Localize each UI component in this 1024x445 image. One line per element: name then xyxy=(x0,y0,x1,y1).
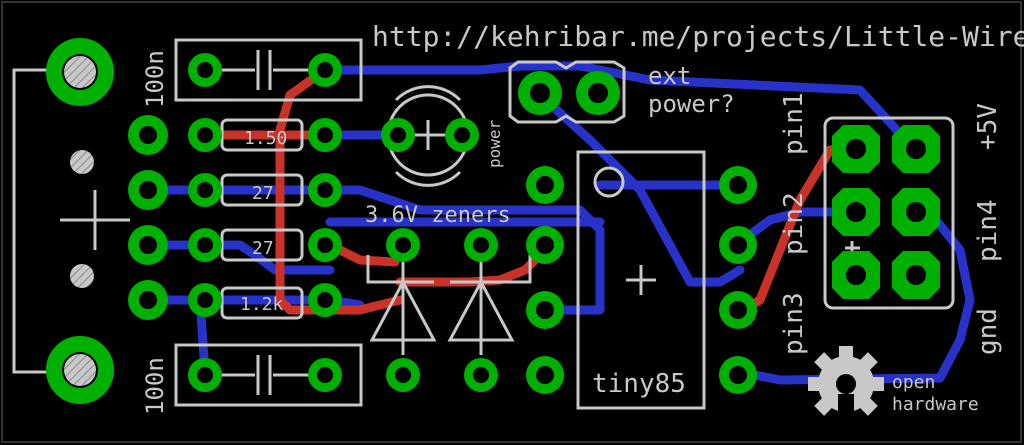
ext-power-label-line1: ext xyxy=(648,62,691,90)
ext-power-label-line2: power? xyxy=(648,90,735,118)
zeners-label: 3.6V zeners xyxy=(365,203,511,228)
oshw-logo xyxy=(808,346,884,422)
gnd-label: gnd xyxy=(973,308,1003,355)
pin3-label: pin3 xyxy=(779,292,809,355)
top-traces xyxy=(200,65,865,317)
pin2-label: pin2 xyxy=(779,192,809,255)
resistor-label-r4: 1.2k xyxy=(240,294,284,315)
plus5v-label: +5V xyxy=(973,103,1003,150)
cap-label-bottom: 100n xyxy=(141,357,169,415)
cap-label-top: 100n xyxy=(141,50,169,108)
silkscreen xyxy=(12,38,955,410)
oshw-label-line2: hardware xyxy=(892,394,979,415)
url-label: http://kehribar.me/projects/Little-Wire xyxy=(372,20,1024,53)
resistor-label-r3: 27 xyxy=(252,238,274,259)
chip-label: tiny85 xyxy=(592,369,686,399)
pin1-label: pin1 xyxy=(779,92,809,155)
pin4-label: pin4 xyxy=(973,199,1003,262)
resistor-label-r1: 1.50 xyxy=(244,128,287,149)
resistor-label-r2: 27 xyxy=(252,183,274,204)
power-led-label: power xyxy=(485,119,504,168)
oshw-label-line1: open xyxy=(892,372,935,393)
pads xyxy=(46,38,940,404)
